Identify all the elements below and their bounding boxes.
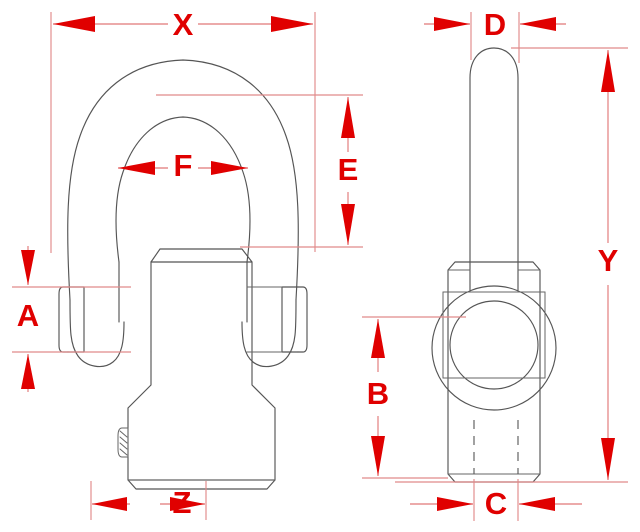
body-shank-left	[127, 351, 152, 481]
dimension-D-label: D	[484, 7, 506, 42]
dimension-B-arrow-bottom	[371, 436, 385, 476]
dimension-C-label: C	[485, 486, 507, 521]
side-pin-bore-circle	[449, 300, 539, 390]
pin-head-left	[58, 286, 69, 353]
dimension-F-label: F	[174, 148, 193, 183]
dimension-X-arrow-right	[271, 16, 313, 32]
dimension-E-arrow-top	[341, 97, 355, 138]
dimension-D-arrow-left	[434, 17, 470, 31]
dimension-Y-label: Y	[598, 243, 619, 278]
set-screw-detail	[117, 427, 129, 458]
body-shank-right	[251, 351, 276, 481]
dimension-Y-arrow-bottom	[601, 438, 615, 480]
side-bow-leg	[469, 47, 519, 291]
dimension-E-label: E	[338, 152, 359, 187]
dimension-B-arrow-top	[371, 319, 385, 358]
front-view-geometry	[58, 59, 308, 490]
dimension-X: X	[50, 7, 316, 253]
bow-inner-profile	[115, 116, 251, 263]
dimension-A: A	[12, 246, 131, 392]
dimension-B-label: B	[367, 376, 389, 411]
dimension-F: F	[118, 148, 248, 183]
dimension-Z-label: Z	[173, 485, 192, 520]
pin-nut-right	[297, 286, 308, 353]
dimension-Z: Z	[90, 481, 207, 520]
dimension-Z-arrow-right	[170, 497, 205, 511]
body-block	[150, 248, 253, 353]
pin-collar-right	[281, 286, 299, 353]
dimension-C-arrow-right	[519, 497, 555, 511]
dimension-Z-arrow-left	[92, 497, 127, 511]
right-leg-lower	[241, 299, 297, 368]
shank-bottom	[127, 479, 276, 490]
left-leg-lower	[69, 299, 125, 368]
bow-outer-profile	[67, 59, 299, 301]
side-boss-outer-circle	[431, 285, 557, 411]
dimension-F-arrow-right	[211, 161, 248, 175]
dimension-D-arrow-right	[520, 17, 556, 31]
side-view-geometry	[431, 47, 557, 483]
dimension-Y: Y	[395, 47, 628, 483]
dimension-A-label: A	[17, 298, 39, 333]
dimension-C-arrow-left	[437, 497, 473, 511]
dimension-X-label: X	[173, 7, 194, 42]
dimension-A-arrow-bottom	[21, 354, 35, 389]
dimension-C: C	[410, 479, 582, 521]
dimension-B: B	[362, 316, 466, 479]
dimension-X-arrow-left	[53, 16, 95, 32]
dimension-Y-arrow-top	[601, 50, 615, 92]
dimension-F-arrow-left	[118, 161, 155, 175]
dimension-E-arrow-bottom	[341, 204, 355, 245]
dimension-E: E	[156, 94, 363, 248]
dimension-A-arrow-top	[21, 250, 35, 285]
dimension-D: D	[424, 7, 566, 63]
